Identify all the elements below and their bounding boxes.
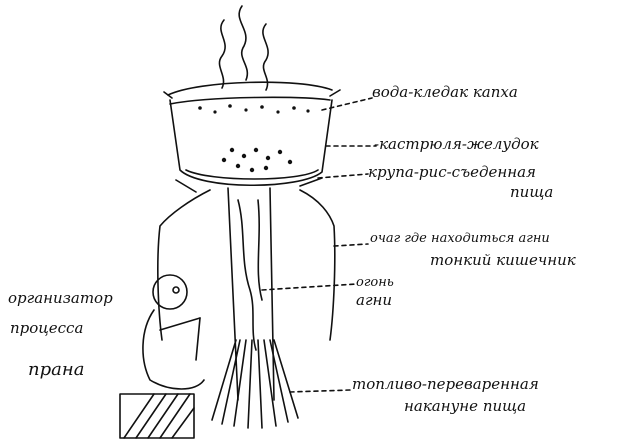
label-hearth-2: тонкий кишечник (430, 252, 576, 269)
fuel-sticks (212, 340, 298, 428)
label-pot: -кастрюля-желудок (374, 136, 539, 153)
label-organizer-1: организатор (8, 290, 113, 307)
label-fuel-1: топливо-переваренная (352, 376, 539, 393)
hearth (158, 178, 335, 400)
label-fire-1: огонь (356, 276, 394, 291)
steam-lines (219, 6, 268, 90)
rice-dots (198, 104, 309, 172)
label-water: вода-кледак капха (372, 84, 518, 101)
stool (120, 394, 194, 438)
label-organizer-2: процесса (10, 320, 83, 337)
person (143, 275, 204, 389)
label-cereal-1: крупа-рис-съеденная (368, 164, 536, 181)
label-cereal-2: пища (510, 184, 553, 201)
label-hearth-1: очаг где находиться агни (370, 232, 550, 247)
label-fuel-2: накануне пища (404, 398, 526, 415)
label-fire-2: агни (356, 292, 392, 309)
label-organizer-3: прана (28, 360, 84, 381)
leader-lines (262, 98, 376, 392)
